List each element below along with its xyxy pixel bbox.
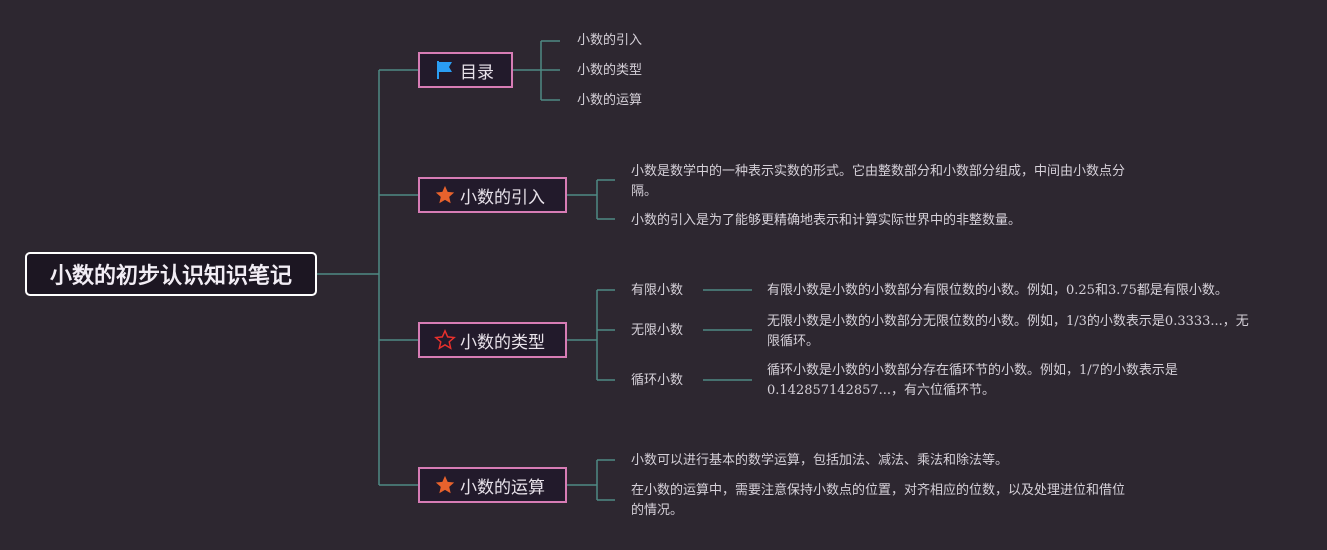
note-text: 小数的引入是为了能够更精确地表示和计算实际世界中的非整数量。 bbox=[631, 213, 1022, 228]
branch-contents[interactable]: 目录 bbox=[418, 52, 513, 88]
branch-label: 目录 bbox=[460, 62, 494, 83]
type-desc: 循环小数是小数的小数部分存在循环节的小数。例如，1/7的小数表示是0.14285… bbox=[767, 363, 1178, 398]
star-filled-icon bbox=[434, 184, 456, 206]
list-item: 小数的引入 bbox=[577, 33, 643, 48]
type-label: 有限小数 bbox=[631, 283, 684, 298]
type-desc: 有限小数是小数的小数部分有限位数的小数。例如，0.25和3.75都是有限小数。 bbox=[767, 283, 1228, 298]
branch-label: 小数的引入 bbox=[460, 187, 545, 208]
note-text: 小数可以进行基本的数学运算，包括加法、减法、乘法和除法等。 bbox=[631, 453, 1009, 468]
branch-introduction[interactable]: 小数的引入 bbox=[418, 177, 567, 213]
star-outline-icon bbox=[434, 329, 456, 351]
list-item: 小数的类型 bbox=[577, 63, 643, 78]
type-label: 循环小数 bbox=[631, 373, 684, 388]
type-desc: 无限小数是小数的小数部分无限位数的小数。例如，1/3的小数表示是0.3333..… bbox=[767, 314, 1249, 349]
star-filled-icon bbox=[434, 474, 456, 496]
type-label: 无限小数 bbox=[631, 323, 684, 338]
branch-types[interactable]: 小数的类型 bbox=[418, 322, 567, 358]
branch-operations[interactable]: 小数的运算 bbox=[418, 467, 567, 503]
note-text: 小数是数学中的一种表示实数的形式。它由整数部分和小数部分组成，中间由小数点分隔。 bbox=[631, 164, 1126, 199]
root-node[interactable]: 小数的初步认识知识笔记 bbox=[25, 252, 317, 296]
note-text: 在小数的运算中，需要注意保持小数点的位置，对齐相应的位数，以及处理进位和借位的情… bbox=[631, 483, 1126, 518]
branch-label: 小数的类型 bbox=[460, 332, 545, 353]
list-item: 小数的运算 bbox=[577, 93, 643, 108]
root-title: 小数的初步认识知识笔记 bbox=[49, 264, 292, 289]
flag-icon bbox=[434, 59, 456, 81]
branch-label: 小数的运算 bbox=[460, 477, 545, 498]
